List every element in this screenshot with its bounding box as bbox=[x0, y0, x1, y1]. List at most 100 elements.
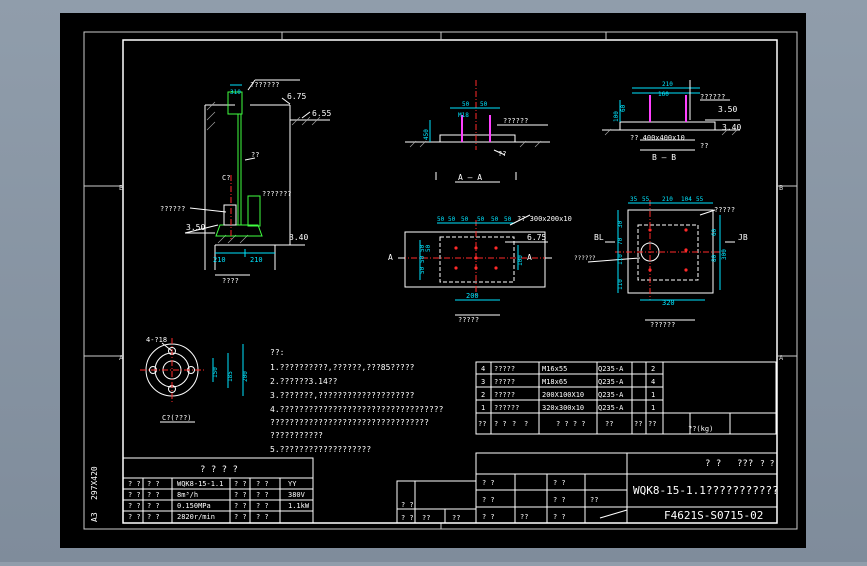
sheet-size-dims: 297X420 bbox=[90, 466, 99, 500]
svg-text:50: 50 bbox=[419, 255, 426, 263]
elev-note-top: ??????? bbox=[250, 81, 280, 89]
spec-table bbox=[122, 457, 314, 524]
title-block-cells: ? ? ? ? ? ? ? ? ? ? ?? ? ? ? ? ? ? ?? ??… bbox=[401, 479, 598, 522]
svg-text:? ?: ? ? bbox=[234, 502, 247, 510]
sec-b-dim-160: 160 bbox=[658, 91, 669, 98]
svg-text:? ?: ? ? bbox=[147, 491, 160, 499]
svg-text:? ?: ? ? bbox=[147, 480, 160, 488]
title-top-2: ??? bbox=[737, 459, 753, 469]
sec-b-dim-60: 60 bbox=[620, 104, 627, 112]
notes-line-5: ????????????????????????????????? bbox=[270, 418, 429, 427]
svg-text:4: 4 bbox=[481, 365, 485, 373]
elev-675: 6.75 bbox=[287, 92, 306, 101]
svg-text:? ?: ? ? bbox=[401, 501, 414, 509]
svg-text:? ?: ? ? bbox=[234, 480, 247, 488]
svg-text:? ?: ? ? bbox=[553, 513, 566, 521]
svg-text:2820r/min: 2820r/min bbox=[177, 513, 215, 521]
plan-b-left-dims: 30 70 110 110 bbox=[617, 220, 624, 290]
svg-text:?????: ????? bbox=[494, 378, 515, 386]
svg-text:? ?: ? ? bbox=[256, 502, 269, 510]
svg-text:300: 300 bbox=[721, 249, 728, 260]
svg-text:??: ?? bbox=[452, 514, 460, 522]
svg-text:??: ?? bbox=[590, 496, 598, 504]
border-ticks bbox=[84, 32, 797, 529]
svg-text:??: ?? bbox=[520, 513, 528, 521]
svg-text:? ?: ? ? bbox=[128, 480, 141, 488]
bom-weight: ??(kg) bbox=[688, 425, 713, 433]
notes-line-2: 2.??????3.14?? bbox=[270, 377, 338, 386]
svg-text:210: 210 bbox=[662, 196, 673, 203]
plan-view-b bbox=[587, 200, 735, 321]
plan-b-bl: BL bbox=[594, 233, 604, 242]
section-a-a bbox=[405, 80, 550, 183]
plan-b-plate: ????? bbox=[714, 206, 735, 214]
svg-text:?: ? bbox=[524, 420, 528, 428]
dim-310: 310 bbox=[230, 89, 241, 96]
sec-b-plate: ?? 400x400x10 bbox=[630, 134, 685, 142]
pump-label-2: ??????? bbox=[262, 190, 292, 198]
sec-a-dim-50a: 50 bbox=[462, 101, 470, 108]
plan-a-dim-200: 200 bbox=[466, 292, 479, 300]
axis-mark-a-right: A bbox=[779, 354, 784, 362]
svg-text:? ?: ? ? bbox=[494, 420, 507, 428]
svg-text:M16x55: M16x55 bbox=[542, 365, 567, 373]
elev-340: 3.40 bbox=[289, 233, 308, 242]
sheet-size-a3: A3 bbox=[90, 512, 99, 522]
plan-b-caption: ?????? bbox=[650, 321, 675, 329]
sheet-background bbox=[60, 13, 806, 548]
svg-text:80: 80 bbox=[711, 254, 718, 262]
svg-text:??: ?? bbox=[648, 420, 656, 428]
svg-text:? ? ? ?: ? ? ? ? bbox=[556, 420, 586, 428]
svg-text:1: 1 bbox=[651, 404, 655, 412]
sec-b-note2: ?? bbox=[700, 142, 708, 150]
notes-line-7: 5.??????????????????? bbox=[270, 445, 371, 454]
spec-table-rows: ? ?? ?WQK8-15-1.1? ?? ?YY ? ?? ?8m³/h? ?… bbox=[128, 480, 310, 521]
svg-text:30: 30 bbox=[617, 220, 624, 228]
svg-text:?????: ????? bbox=[494, 365, 515, 373]
plan-b-top-dims: 35 55 210 104 55 bbox=[630, 196, 704, 203]
plan-a-right-dim: 100 bbox=[517, 255, 524, 266]
svg-text:55: 55 bbox=[642, 196, 650, 203]
sec-a-dim-450: 450 bbox=[423, 129, 430, 140]
svg-text:? ?: ? ? bbox=[147, 513, 160, 521]
svg-text:??: ?? bbox=[478, 420, 486, 428]
svg-text:50: 50 bbox=[419, 266, 426, 274]
flange-detail bbox=[140, 338, 244, 423]
elev-655: 6.55 bbox=[312, 109, 331, 118]
svg-text:Q235-A: Q235-A bbox=[598, 365, 624, 373]
flange-dim-185: 185 bbox=[227, 371, 234, 382]
plan-b-jb: JB bbox=[738, 233, 748, 242]
plan-a-caption: ????? bbox=[458, 316, 479, 324]
svg-text:? ?: ? ? bbox=[482, 479, 495, 487]
plan-a-left-dims: 50 50 50 50 bbox=[419, 244, 432, 274]
drawing-number: F4621S-S0715-02 bbox=[664, 509, 763, 522]
bom-table bbox=[475, 361, 777, 435]
svg-text:2: 2 bbox=[651, 365, 655, 373]
title-block bbox=[396, 452, 778, 524]
svg-text:50: 50 bbox=[448, 216, 456, 223]
plan-b-right-dims: 60 80 300 bbox=[711, 228, 728, 262]
spec-table-title: ? ? ? ? bbox=[200, 465, 238, 475]
svg-text:50: 50 bbox=[425, 244, 432, 252]
svg-text:50: 50 bbox=[504, 216, 512, 223]
svg-text:??: ?? bbox=[422, 514, 430, 522]
axis-mark-b-left: B bbox=[119, 184, 123, 192]
svg-text:? ?: ? ? bbox=[256, 480, 269, 488]
svg-text:Q235-A: Q235-A bbox=[598, 391, 624, 399]
svg-text:35: 35 bbox=[630, 196, 638, 203]
sec-b-dim-100: 100 bbox=[613, 111, 620, 122]
notes-block: ??: 1.??????????,??????,???85????? 2.???… bbox=[270, 348, 444, 454]
section-b-b bbox=[602, 80, 740, 151]
notes-line-1: 1.??????????,??????,???85????? bbox=[270, 363, 415, 372]
svg-text:? ?: ? ? bbox=[128, 513, 141, 521]
svg-text:110: 110 bbox=[617, 254, 624, 265]
sec-a-dim-50b: 50 bbox=[480, 101, 488, 108]
svg-text:? ?: ? ? bbox=[256, 513, 269, 521]
svg-text:70: 70 bbox=[617, 237, 624, 245]
notes-line-4: 4.?????????????????????????????????? bbox=[270, 405, 444, 414]
svg-text:??????: ?????? bbox=[494, 404, 519, 412]
svg-text:380V: 380V bbox=[288, 491, 306, 499]
svg-text:M18x65: M18x65 bbox=[542, 378, 567, 386]
